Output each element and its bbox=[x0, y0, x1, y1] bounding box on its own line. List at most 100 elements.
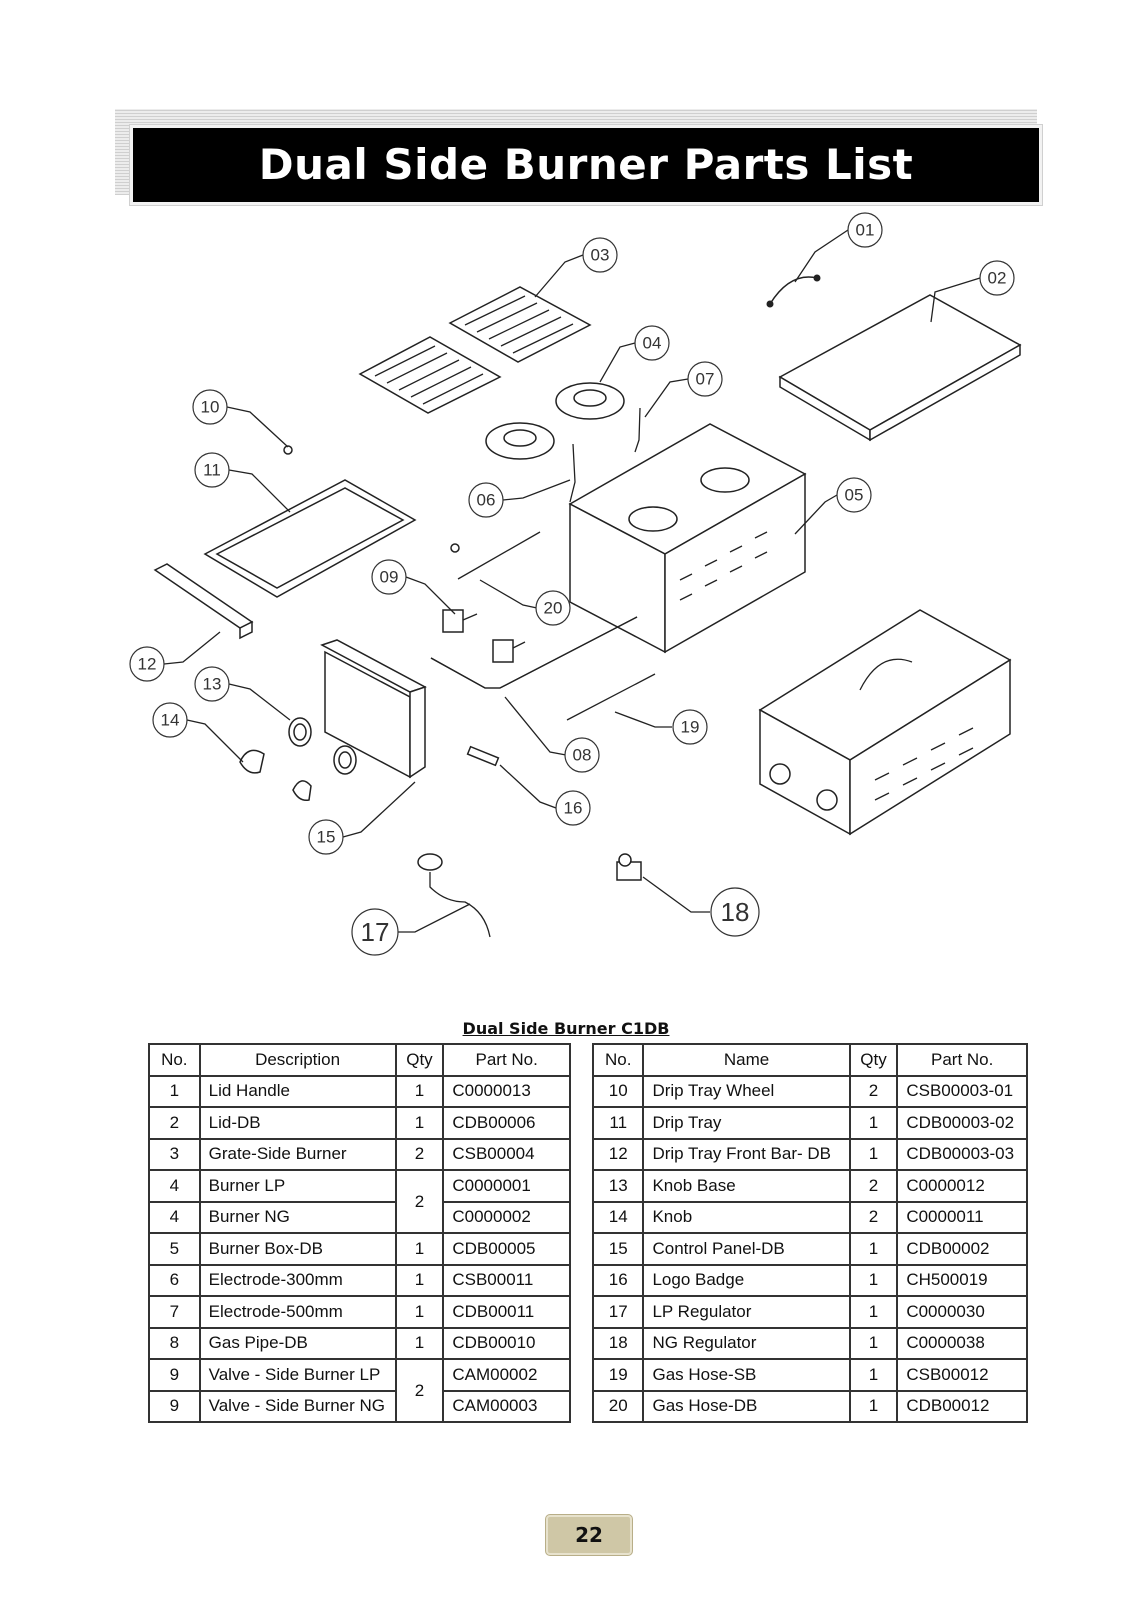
cell-name: Knob bbox=[642, 1200, 851, 1234]
cell-no: 9 bbox=[148, 1389, 201, 1423]
cell-part-no: CSB00003-01 bbox=[896, 1074, 1028, 1108]
cell-description: Burner Box-DB bbox=[198, 1232, 397, 1266]
callout-circle-04 bbox=[634, 325, 670, 361]
cell-qty: 2 bbox=[394, 1358, 445, 1423]
leader-05 bbox=[794, 494, 838, 535]
part-burners bbox=[485, 382, 625, 460]
cell-part-no: C0000011 bbox=[896, 1200, 1028, 1234]
cell-qty: 2 bbox=[848, 1200, 899, 1234]
cell-qty: 1 bbox=[848, 1358, 899, 1392]
cell-description: Valve - Side Burner NG bbox=[198, 1389, 397, 1423]
table-header-row: No. Name Qty Part No. bbox=[591, 1043, 1028, 1077]
cell-name: Control Panel-DB bbox=[642, 1232, 851, 1266]
leader-19 bbox=[614, 711, 672, 728]
callout-06: 06 bbox=[477, 491, 496, 510]
leader-20 bbox=[479, 579, 538, 609]
callout-15: 15 bbox=[317, 828, 336, 847]
header-no: No. bbox=[591, 1043, 645, 1077]
part-grates bbox=[358, 286, 592, 414]
cell-no: 10 bbox=[591, 1074, 645, 1108]
leader-03 bbox=[534, 254, 584, 298]
cell-qty: 1 bbox=[848, 1295, 899, 1329]
callout-03: 03 bbox=[591, 246, 610, 265]
cell-no: 9 bbox=[148, 1358, 201, 1392]
leader-16 bbox=[499, 764, 557, 809]
leader-14 bbox=[186, 719, 244, 763]
cell-no: 1 bbox=[148, 1074, 201, 1108]
callout-16: 16 bbox=[564, 799, 583, 818]
cell-name: Drip Tray bbox=[642, 1106, 851, 1140]
leader-12 bbox=[163, 631, 221, 665]
cell-part-no: CDB00010 bbox=[442, 1326, 571, 1360]
part-gas-hose-db bbox=[457, 531, 541, 580]
part-ng-regulator bbox=[616, 853, 642, 881]
cell-description: Electrode-300mm bbox=[198, 1263, 397, 1297]
cell-no: 3 bbox=[148, 1137, 201, 1171]
cell-part-no: C0000038 bbox=[896, 1326, 1028, 1360]
cell-part-no: CSB00012 bbox=[896, 1358, 1028, 1392]
callout-05: 05 bbox=[845, 486, 864, 505]
callout-circle-20 bbox=[535, 590, 571, 626]
header-name: Name bbox=[642, 1043, 851, 1077]
part-electrodes bbox=[569, 407, 641, 503]
cell-qty: 1 bbox=[394, 1074, 445, 1108]
cell-part-no: CDB00011 bbox=[442, 1295, 571, 1329]
cell-qty: 2 bbox=[394, 1137, 445, 1171]
cell-no: 17 bbox=[591, 1295, 645, 1329]
cell-no: 18 bbox=[591, 1326, 645, 1360]
cell-description: Grate-Side Burner bbox=[198, 1137, 397, 1171]
callout-circle-11 bbox=[194, 452, 230, 488]
leader-10 bbox=[226, 406, 289, 448]
callout-20: 20 bbox=[544, 599, 563, 618]
header-qty: Qty bbox=[848, 1043, 899, 1077]
callout-circle-14 bbox=[152, 702, 188, 738]
cell-qty: 1 bbox=[848, 1389, 899, 1423]
cell-no: 5 bbox=[148, 1232, 201, 1266]
table-header-row: No. Description Qty Part No. bbox=[148, 1043, 571, 1077]
page-title: Dual Side Burner Parts List bbox=[258, 140, 914, 189]
callout-17: 17 bbox=[361, 917, 390, 947]
cell-part-no: CDB00012 bbox=[896, 1389, 1028, 1423]
callout-circle-03 bbox=[582, 237, 618, 273]
cell-no: 4 bbox=[148, 1200, 201, 1234]
cell-part-no: C0000001 bbox=[442, 1169, 571, 1203]
callout-circle-15 bbox=[308, 819, 344, 855]
callout-circle-18 bbox=[710, 887, 760, 937]
part-burner-box bbox=[568, 423, 807, 654]
callout-circle-09 bbox=[371, 559, 407, 595]
cell-qty: 1 bbox=[848, 1263, 899, 1297]
callout-08: 08 bbox=[573, 746, 592, 765]
cell-no: 14 bbox=[591, 1200, 645, 1234]
part-gas-hose-sb bbox=[566, 673, 656, 721]
callout-13: 13 bbox=[203, 675, 222, 694]
cell-qty: 2 bbox=[848, 1074, 899, 1108]
callout-circle-02 bbox=[979, 260, 1015, 296]
callout-12: 12 bbox=[138, 655, 157, 674]
callout-18: 18 bbox=[721, 897, 750, 927]
part-fitting bbox=[450, 543, 460, 553]
callout-07: 07 bbox=[696, 370, 715, 389]
cell-part-no: CAM00002 bbox=[442, 1358, 571, 1392]
callout-09: 09 bbox=[380, 568, 399, 587]
part-drip-tray bbox=[203, 479, 417, 598]
cell-part-no: CSB00011 bbox=[442, 1263, 571, 1297]
cell-part-no: CH500019 bbox=[896, 1263, 1028, 1297]
callout-circle-07 bbox=[687, 361, 723, 397]
header-no: No. bbox=[148, 1043, 201, 1077]
header-qty: Qty bbox=[394, 1043, 445, 1077]
cell-qty: 2 bbox=[848, 1169, 899, 1203]
callout-04: 04 bbox=[643, 334, 662, 353]
part-lid bbox=[778, 294, 1022, 442]
callout-14: 14 bbox=[161, 711, 180, 730]
cell-name: Gas Hose-SB bbox=[642, 1358, 851, 1392]
